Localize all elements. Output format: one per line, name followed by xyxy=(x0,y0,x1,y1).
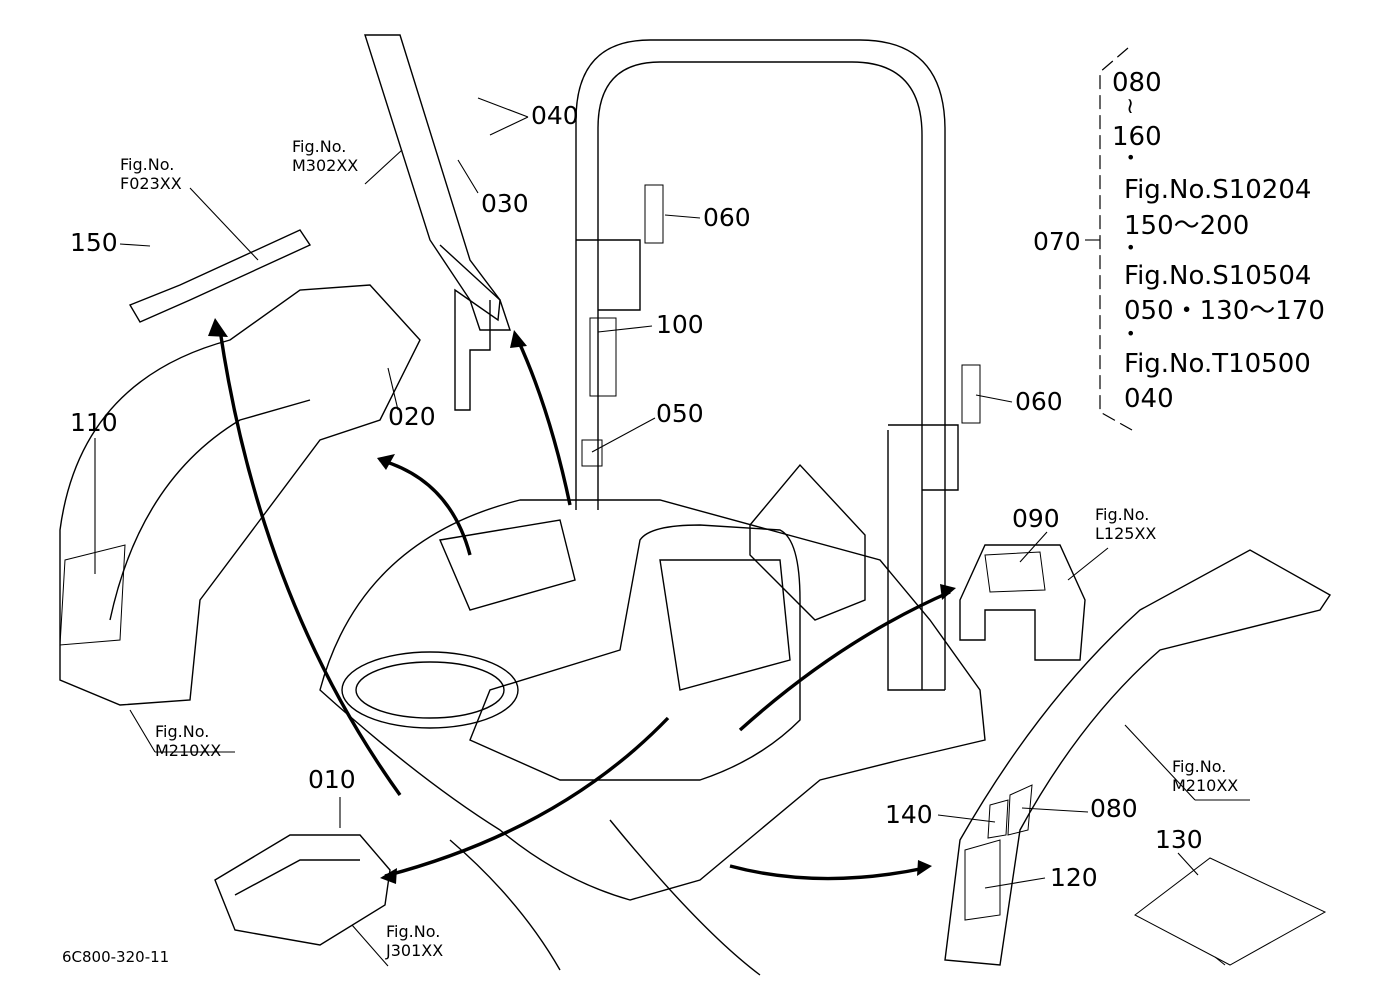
callout-140: 140 xyxy=(885,800,933,829)
armrest-bracket xyxy=(364,34,511,331)
decal-110 xyxy=(59,544,126,646)
decal-120 xyxy=(964,839,1001,921)
seat-back-panel xyxy=(749,463,866,621)
callout-100: 100 xyxy=(656,310,704,339)
rops-frame xyxy=(575,39,946,690)
note-range-end: 160 xyxy=(1112,122,1162,152)
decal-140 xyxy=(987,799,1009,839)
note-bracket xyxy=(1099,47,1133,431)
side-bracket xyxy=(959,544,1086,661)
callout-010: 010 xyxy=(308,765,356,794)
callout-020: 020 xyxy=(388,402,436,431)
decal-080 xyxy=(1007,784,1033,836)
note-ref-3: Fig.No.T10500 xyxy=(1124,349,1311,379)
arrow-fender-right xyxy=(729,864,926,881)
arrow-side xyxy=(738,590,951,732)
arrow-fender-left xyxy=(379,458,472,556)
decal-060-upper xyxy=(644,184,664,244)
left-fender xyxy=(59,284,421,706)
fig-ref-code: M302XX xyxy=(292,156,359,176)
callout-070: 070 xyxy=(1033,227,1081,256)
note-bullet: • xyxy=(1126,148,1136,167)
fig-ref-code: J301XX xyxy=(386,941,444,961)
fig-ref-label: Fig.No. xyxy=(292,137,347,156)
fig-ref-label: Fig.No. xyxy=(120,155,175,174)
note-ref-2: Fig.No.S10504 xyxy=(1124,261,1312,291)
sheet-130 xyxy=(1134,857,1327,966)
callout-080: 080 xyxy=(1090,794,1138,823)
callout-110: 110 xyxy=(70,408,118,437)
note-ref-3-items: 040 xyxy=(1124,384,1174,414)
note-range-start: 080 xyxy=(1112,68,1162,98)
fig-ref-m210-left: Fig.No. M210XX xyxy=(155,722,221,760)
hydraulic-block xyxy=(214,834,391,946)
fig-ref-code: M210XX xyxy=(155,741,222,761)
fig-ref-code: F023XX xyxy=(120,174,182,194)
callout-030: 030 xyxy=(481,189,529,218)
note-ref-2-items: 050・130～170 xyxy=(1124,296,1325,326)
fig-ref-f023: Fig.No. F023XX xyxy=(120,155,182,193)
note-tilde: ≀ xyxy=(1126,94,1135,119)
fig-ref-code: M210XX xyxy=(1172,776,1239,796)
callout-060-upper: 060 xyxy=(703,203,751,232)
gas-spring xyxy=(128,229,312,323)
note-bullet: • xyxy=(1126,238,1136,257)
arrow-bracket xyxy=(516,339,572,506)
callout-120: 120 xyxy=(1050,863,1098,892)
fig-ref-code: L125XX xyxy=(1095,524,1157,544)
fig-ref-j301: Fig.No. J301XX xyxy=(386,922,443,960)
callout-040: 040 xyxy=(531,101,579,130)
fig-ref-l125: Fig.No. L125XX xyxy=(1095,505,1156,543)
arrow-block xyxy=(384,716,670,878)
note-ref-1: Fig.No.S10204 xyxy=(1124,175,1312,205)
fig-ref-label: Fig.No. xyxy=(386,922,441,941)
fig-ref-m302: Fig.No. M302XX xyxy=(292,137,358,175)
callout-150: 150 xyxy=(70,228,118,257)
callout-060-lower: 060 xyxy=(1015,387,1063,416)
decal-050 xyxy=(581,439,603,467)
note-ref-1-items: 150～200 xyxy=(1124,211,1250,241)
callout-130: 130 xyxy=(1155,825,1203,854)
callout-090: 090 xyxy=(1012,504,1060,533)
operator-seat xyxy=(469,524,801,781)
right-fender xyxy=(944,549,1332,966)
fig-ref-label: Fig.No. xyxy=(1172,757,1227,776)
decal-060-lower xyxy=(961,364,981,424)
fig-ref-m210-right: Fig.No. M210XX xyxy=(1172,757,1238,795)
steering-wheel xyxy=(341,651,519,729)
note-bullet: • xyxy=(1126,324,1136,343)
fig-ref-label: Fig.No. xyxy=(155,722,210,741)
decal-090 xyxy=(984,551,1046,593)
arrow-spring xyxy=(218,329,402,796)
fig-ref-label: Fig.No. xyxy=(1095,505,1150,524)
decal-100 xyxy=(589,317,617,397)
drawing-code: 6C800-320-11 xyxy=(62,948,170,966)
operator-platform xyxy=(319,499,986,901)
callout-050: 050 xyxy=(656,399,704,428)
